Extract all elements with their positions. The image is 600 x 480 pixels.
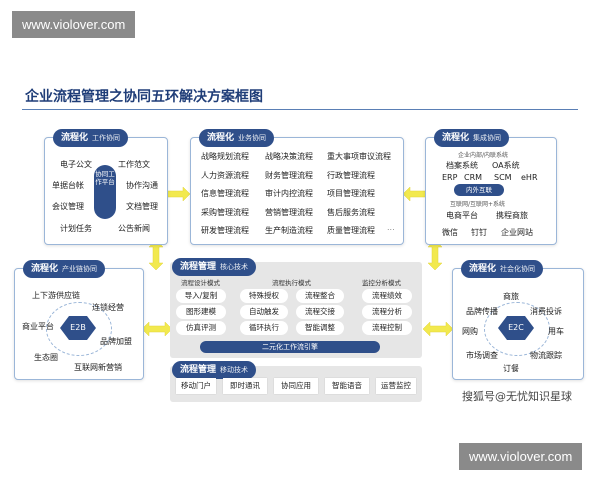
social-item: 消费投诉 xyxy=(530,307,562,316)
title-underline xyxy=(22,109,578,110)
social-collab-tag: 流程化社会化协同 xyxy=(461,260,544,278)
core-design-item: 仿真评测 xyxy=(176,321,226,335)
chain-item: 上下游供应链 xyxy=(32,291,80,300)
chain-item: 生态圈 xyxy=(34,353,58,362)
double-arrow-icon xyxy=(423,321,453,337)
work-item: 公告新闻 xyxy=(118,224,150,233)
mobile-item: 即时通讯 xyxy=(223,378,267,394)
mobile-item: 协同应用 xyxy=(274,378,318,394)
business-item: 售后服务流程 xyxy=(327,208,375,217)
business-item: 研发管理流程 xyxy=(201,226,249,235)
core-exec-item: 流程整合 xyxy=(296,289,344,303)
work-item: 单据台帐 xyxy=(52,181,84,190)
business-item: 财务管理流程 xyxy=(265,171,313,180)
core-exec-item: 自动触发 xyxy=(240,305,288,319)
core-monitor-item: 流程控制 xyxy=(362,321,412,335)
source-credit: 搜狐号@无忧知识星球 xyxy=(462,390,572,403)
integration-system: CRM xyxy=(464,173,483,182)
chain-item: 连锁经营 xyxy=(92,303,124,312)
business-item: 战略规划流程 xyxy=(201,152,249,161)
integration-system: OA系统 xyxy=(492,161,520,170)
core-col-head: 流程执行模式 xyxy=(272,279,311,287)
business-item: 营销管理流程 xyxy=(265,208,313,217)
social-item: 订餐 xyxy=(503,364,519,373)
core-design-item: 图形建模 xyxy=(176,305,226,319)
business-item: 审计内控流程 xyxy=(265,189,313,198)
business-item: 生产制造流程 xyxy=(265,226,313,235)
work-item: 电子公文 xyxy=(60,160,92,169)
integration-system: ERP xyxy=(442,173,458,182)
business-item: 项目管理流程 xyxy=(327,189,375,198)
integration-system: 企业网站 xyxy=(501,228,533,237)
business-collab-panel: 流程化业务协同 xyxy=(190,129,404,245)
business-item: 信息管理流程 xyxy=(201,189,249,198)
integration-system: 档案系统 xyxy=(446,161,478,170)
core-col-head: 监控分析模式 xyxy=(362,279,401,287)
chain-hub: E2B xyxy=(60,316,96,340)
business-item: 人力资源流程 xyxy=(201,171,249,180)
mobile-item: 智能语音 xyxy=(325,378,369,394)
social-item: 用车 xyxy=(548,327,564,336)
social-item: 市场调查 xyxy=(466,351,498,360)
integration-system: SCM xyxy=(494,173,512,182)
chain-collab-panel: 流程化产业链协同 xyxy=(14,260,144,380)
work-item: 工作范文 xyxy=(118,160,150,169)
integration-system: 微信 xyxy=(442,228,458,237)
chain-item: 品牌加盟 xyxy=(100,337,132,346)
business-item: 重大事项审议流程 xyxy=(327,152,391,161)
workflow-engine-bar: 二元化工作流引擎 xyxy=(200,341,380,353)
integration-system: 携程商旅 xyxy=(496,211,528,220)
business-item: 质量管理流程 xyxy=(327,226,375,235)
chain-collab-tag: 流程化产业链协同 xyxy=(23,260,106,278)
social-ring xyxy=(484,302,550,356)
core-col-head: 流程设计模式 xyxy=(181,279,220,287)
core-exec-item: 循环执行 xyxy=(240,321,288,335)
business-item: 行政管理流程 xyxy=(327,171,375,180)
work-item: 文档管理 xyxy=(126,202,158,211)
core-exec-item: 智能调整 xyxy=(296,321,344,335)
chain-item: 商业平台 xyxy=(22,322,54,331)
watermark-top: www.violover.com xyxy=(12,11,136,38)
double-arrow-icon xyxy=(142,321,172,337)
double-arrow-icon xyxy=(148,240,164,270)
integration-link-badge: 内外互联 xyxy=(454,184,504,196)
business-item: 采购管理流程 xyxy=(201,208,249,217)
business-collab-tag: 流程化业务协同 xyxy=(199,129,275,147)
social-item: 网购 xyxy=(462,327,478,336)
core-monitor-item: 流程绩效 xyxy=(362,289,412,303)
double-arrow-icon xyxy=(403,186,443,202)
integration-collab-tag: 流程化集成协同 xyxy=(434,129,510,147)
social-item: 物流跟踪 xyxy=(530,351,562,360)
work-item: 会议管理 xyxy=(52,202,84,211)
mobile-item: 运营监控 xyxy=(376,378,416,394)
work-collab-tag: 流程化工作协同 xyxy=(53,129,129,147)
work-item: 协作沟通 xyxy=(126,181,158,190)
mobile-item: 移动门户 xyxy=(176,378,216,394)
core-tech-tag: 流程管理核心技术 xyxy=(172,258,257,276)
chain-ring xyxy=(46,302,112,356)
core-exec-item: 流程交接 xyxy=(296,305,344,319)
work-center-badge: 协同工作平台 xyxy=(94,165,116,219)
business-more: ... xyxy=(387,223,395,232)
page-title: 企业流程管理之协同五环解决方案框图 xyxy=(25,89,263,105)
core-exec-item: 特殊授权 xyxy=(240,289,288,303)
business-item: 战略决策流程 xyxy=(265,152,313,161)
social-hub: E2C xyxy=(498,316,534,340)
integration-system: eHR xyxy=(521,173,538,182)
watermark-bottom: www.violover.com xyxy=(459,443,583,470)
mobile-tech-tag: 流程管理移动技术 xyxy=(172,361,257,379)
chain-item: 互联网新营销 xyxy=(74,363,122,372)
social-item: 商旅 xyxy=(503,292,519,301)
integration-system: 电商平台 xyxy=(446,211,478,220)
social-item: 品牌传播 xyxy=(466,307,498,316)
core-design-item: 导入/复制 xyxy=(176,289,226,303)
double-arrow-icon xyxy=(427,240,443,270)
integration-system: 钉钉 xyxy=(471,228,487,237)
integration-caption: 互联网/互联网+系统 xyxy=(450,201,506,208)
integration-caption: 企业内部/内联系统 xyxy=(458,152,509,159)
core-monitor-item: 流程分析 xyxy=(362,305,412,319)
work-item: 计划任务 xyxy=(60,224,92,233)
